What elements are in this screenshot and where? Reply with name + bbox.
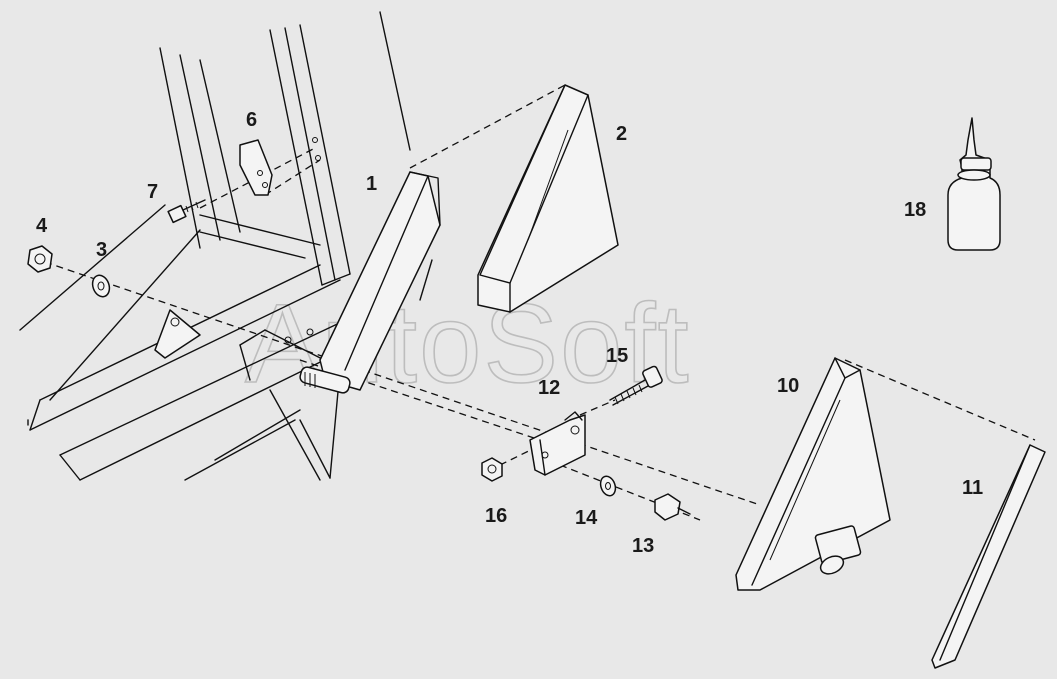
callout-3: 3 <box>96 239 107 261</box>
callout-1: 1 <box>366 173 377 195</box>
part-7-screw <box>167 199 206 224</box>
callout-13: 13 <box>632 535 654 557</box>
part-10-triangle-panel <box>735 357 891 591</box>
part-14-washer <box>599 475 617 497</box>
callout-16: 16 <box>485 505 507 527</box>
part-4-nut <box>27 245 53 273</box>
watermark-text: AutoSoft <box>245 281 691 406</box>
callout-12: 12 <box>538 377 560 399</box>
part-6-hinge-plate <box>239 139 273 196</box>
part-2-triangle-block <box>477 84 619 313</box>
part-1-bracket-arm <box>299 171 441 394</box>
callout-labels: 1 2 3 4 6 7 10 11 12 13 14 15 16 18 <box>36 109 983 557</box>
part-11-strip <box>931 444 1046 669</box>
part-3-washer <box>91 274 111 298</box>
callout-15: 15 <box>606 345 628 367</box>
callout-2: 2 <box>616 123 627 145</box>
part-16-nut <box>481 457 503 482</box>
callout-14: 14 <box>575 507 598 529</box>
callout-11: 11 <box>962 477 983 499</box>
frame-structure <box>19 11 411 481</box>
callout-7: 7 <box>147 181 158 203</box>
callout-10: 10 <box>777 375 799 397</box>
part-18-adhesive-bottle <box>947 117 1001 251</box>
callout-18: 18 <box>904 199 926 221</box>
part-12-hinge-bracket <box>529 411 586 476</box>
callout-4: 4 <box>36 215 48 237</box>
callout-6: 6 <box>246 109 257 131</box>
part-15-bolt <box>609 365 663 406</box>
part-13-bolt <box>654 493 691 521</box>
